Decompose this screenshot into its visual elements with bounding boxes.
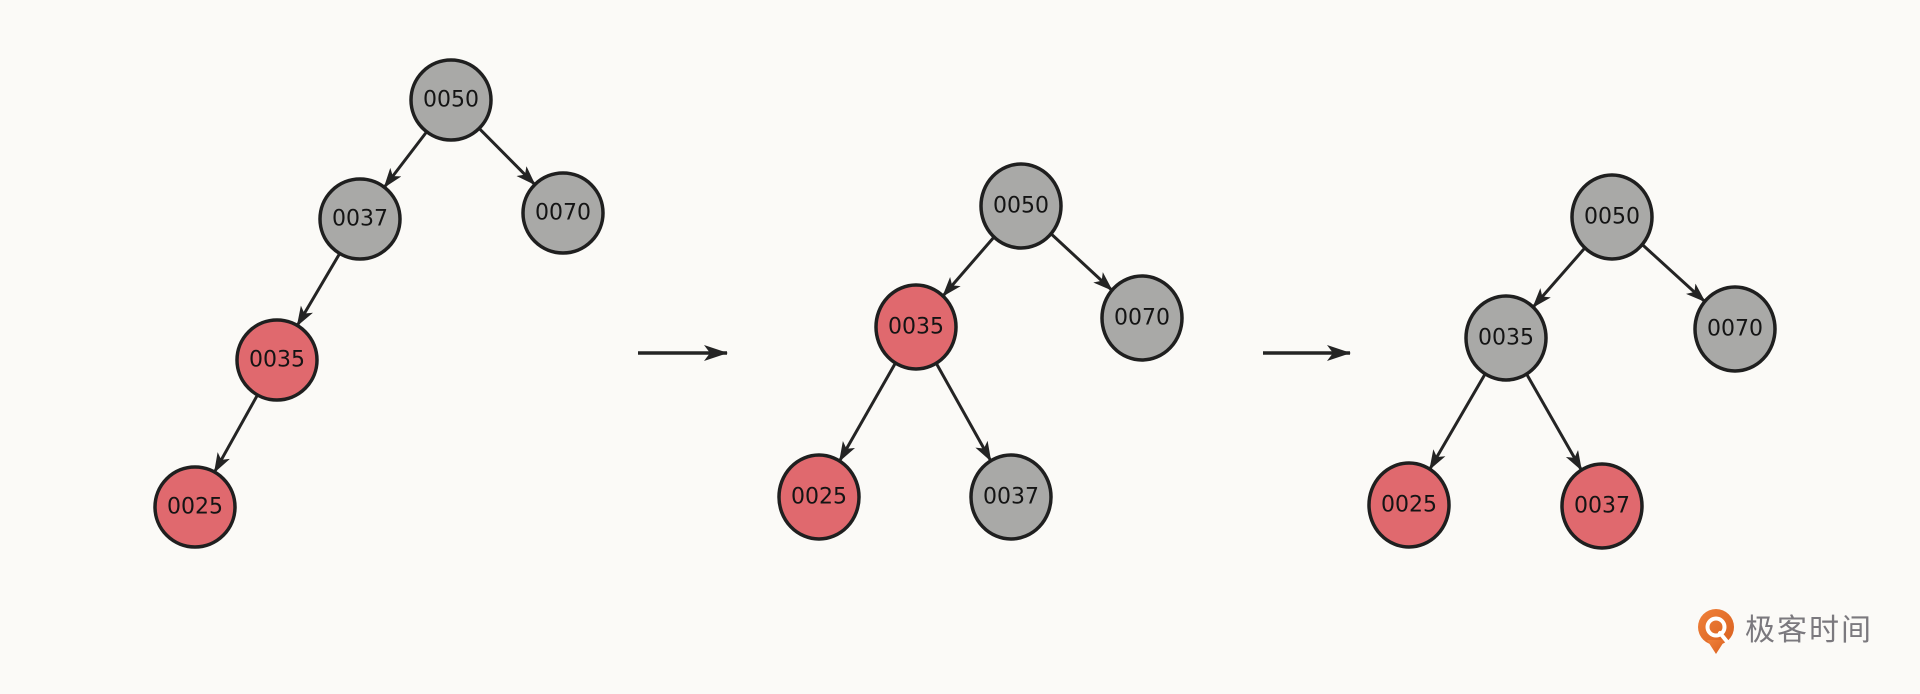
tree-node-0035	[235, 318, 319, 402]
tree-node-0035	[874, 283, 958, 371]
tree-node-label-0050: 0050	[1584, 205, 1640, 230]
tree-node-0070	[1693, 285, 1777, 373]
tree-node-label-0050: 0050	[423, 88, 479, 113]
geektime-logo: 极客时间	[1696, 608, 1873, 654]
tree-node-0070	[1100, 274, 1184, 362]
tree-node-label-0070: 0070	[1707, 317, 1763, 342]
tree-node-label-0025: 0025	[791, 485, 847, 510]
tree-node-label-0037: 0037	[332, 207, 388, 232]
tree-node-0070	[521, 171, 605, 255]
tree-step1-unbalanced: 0050 0037 0070 0035 0025	[153, 58, 605, 549]
tree-node-label-0035: 0035	[249, 348, 305, 373]
geektime-logo-icon	[1698, 609, 1734, 654]
tree-node-0037	[969, 453, 1053, 541]
tree-node-label-0035: 0035	[1478, 326, 1534, 351]
tree-edge-0050-to-0070	[478, 127, 536, 186]
geektime-logo-text: 极客时间	[1745, 613, 1873, 648]
tree-edge-0050-to-0037	[383, 130, 428, 189]
tree-edge-0035-to-0037	[1525, 373, 1583, 471]
tree-edge-0037-to-0035	[295, 252, 342, 327]
tree-node-0050	[979, 162, 1063, 250]
tree-edge-0035-to-0025	[838, 362, 897, 462]
tree-node-0050	[1570, 173, 1654, 261]
tree-edge-0050-to-0070	[1641, 243, 1706, 303]
trees-layer: 0050 0037 0070 0035 0025 0050 0035 0070 0025 0037…	[153, 58, 1777, 550]
tree-node-0035	[1464, 294, 1548, 382]
tree-node-label-0025: 0025	[167, 495, 223, 520]
tree-edge-0050-to-0070	[1049, 232, 1114, 292]
tree-edge-0035-to-0037	[934, 362, 993, 462]
tree-node-label-0070: 0070	[535, 201, 591, 226]
tree-edge-0035-to-0025	[1428, 373, 1487, 471]
tree-node-0037	[1560, 462, 1644, 550]
tree-edge-0050-to-0035	[941, 236, 996, 297]
tree-step3-after-recolor: 0050 0035 0070 0025 0037	[1367, 173, 1777, 550]
tree-node-label-0070: 0070	[1114, 306, 1170, 331]
tree-node-0050	[409, 58, 493, 142]
tree-edge-0050-to-0035	[1531, 246, 1587, 309]
tree-node-label-0025: 0025	[1381, 493, 1437, 518]
tree-edge-0035-to-0025	[213, 394, 259, 473]
tree-step2-after-rotation: 0050 0035 0070 0025 0037	[777, 162, 1184, 541]
tree-node-0025	[153, 465, 237, 549]
tree-node-label-0035: 0035	[888, 315, 944, 340]
tree-node-0025	[1367, 461, 1451, 549]
tree-node-0037	[318, 177, 402, 261]
tree-node-0025	[777, 453, 861, 541]
tree-node-label-0050: 0050	[993, 194, 1049, 219]
tree-node-label-0037: 0037	[983, 485, 1039, 510]
tree-node-label-0037: 0037	[1574, 494, 1630, 519]
